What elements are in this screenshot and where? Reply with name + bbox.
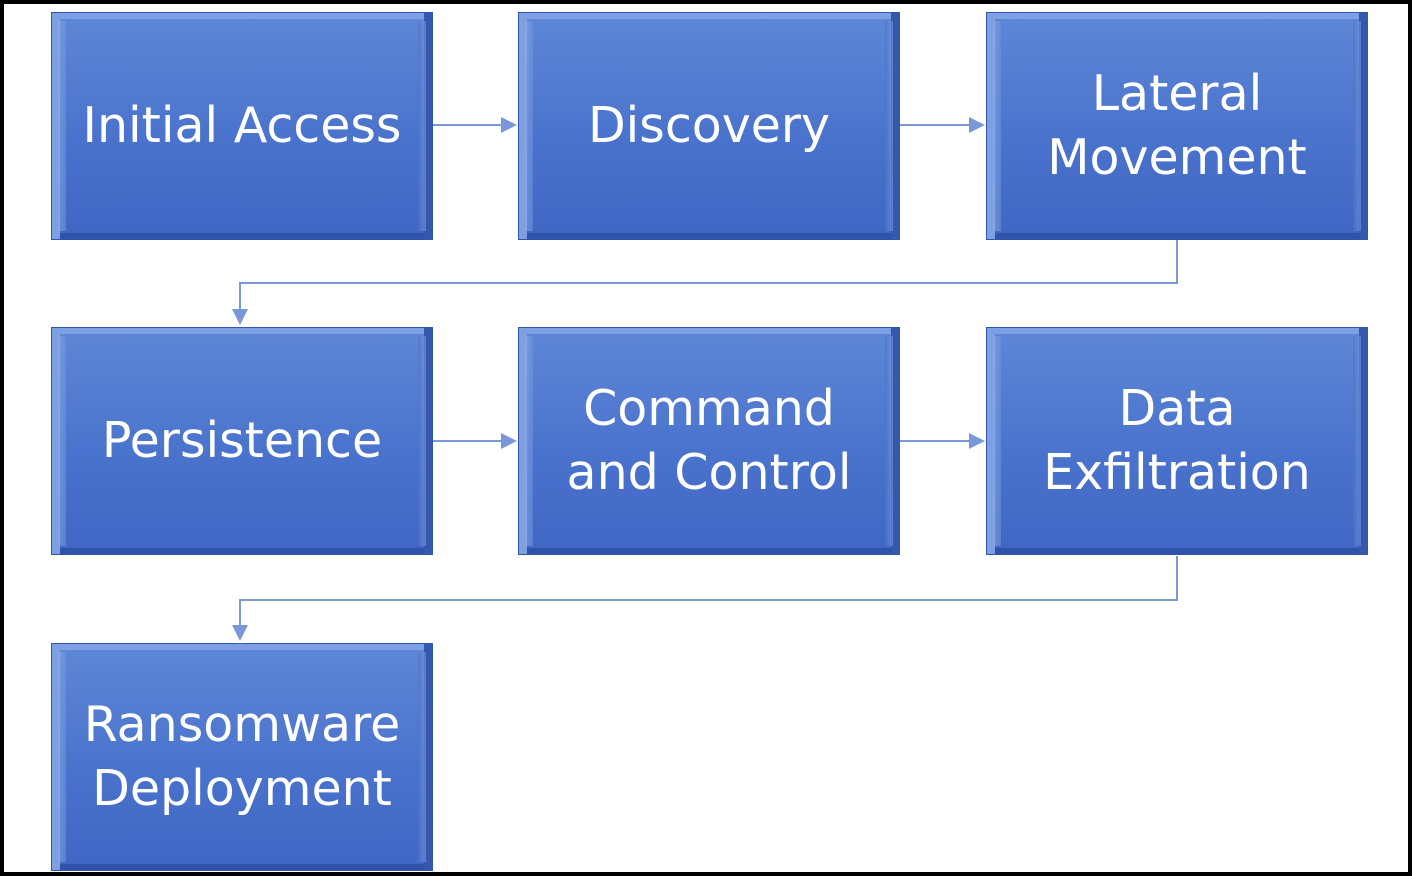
diagram-connectors <box>232 117 1178 641</box>
node-discovery: Discovery <box>518 12 900 240</box>
node-initial-access: Initial Access <box>51 12 433 240</box>
node-command-and-control-label: Command and Control <box>566 380 852 501</box>
node-persistence-label: Persistence <box>101 412 383 469</box>
node-ransomware-deployment-label: Ransomware Deployment <box>83 696 401 817</box>
node-discovery-label: Discovery <box>587 97 831 154</box>
node-ransomware-deployment: Ransomware Deployment <box>51 643 433 871</box>
node-command-and-control: Command and Control <box>518 327 900 555</box>
connector-data-exfiltration-to-ransomware-deployment <box>232 556 1178 641</box>
node-initial-access-label: Initial Access <box>82 97 402 154</box>
node-lateral-movement: Lateral Movement <box>986 12 1368 240</box>
node-data-exfiltration-label: Data Exfiltration <box>1043 380 1311 501</box>
connector-lateral-movement-to-persistence <box>232 240 1178 325</box>
node-data-exfiltration: Data Exfiltration <box>986 327 1368 555</box>
node-persistence: Persistence <box>51 327 433 555</box>
node-lateral-movement-label: Lateral Movement <box>1047 65 1307 186</box>
